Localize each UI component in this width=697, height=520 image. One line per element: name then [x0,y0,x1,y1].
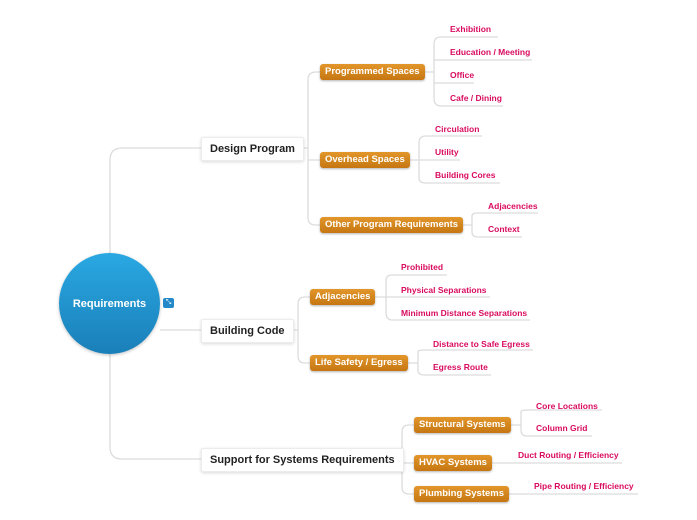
leaf-circulation[interactable]: Circulation [435,124,480,134]
connector [460,212,538,238]
leaf-distance-to-safe-egress[interactable]: Distance to Safe Egress [433,339,530,349]
leaf-minimum-distance-separations[interactable]: Minimum Distance Separations [401,308,528,318]
topic-overhead-spaces[interactable]: Overhead Spaces [320,152,410,168]
connector [422,36,532,107]
leaf-office[interactable]: Office [450,70,475,80]
leaf-column-grid[interactable]: Column Grid [536,423,588,433]
root-label: Requirements [72,297,147,310]
branch-label: Design Program [210,143,295,155]
connector [374,274,530,321]
connector [109,147,201,253]
leaf-core-locations[interactable]: Core Locations [536,401,598,411]
leaf-building-cores[interactable]: Building Cores [435,170,496,180]
branch-building-code[interactable]: Building Code [201,319,294,343]
leaf-adjacencies[interactable]: Adjacencies [488,201,538,211]
topic-life-safety-egress[interactable]: Life Safety / Egress [310,355,408,371]
topic-adjacencies[interactable]: Adjacencies [310,289,376,305]
leaf-context[interactable]: Context [488,224,520,234]
connector [405,349,533,376]
leaf-physical-separations[interactable]: Physical Separations [401,285,487,295]
root-node[interactable]: Requirements [59,253,160,354]
leaf-pipe-routing-efficiency[interactable]: Pipe Routing / Efficiency [534,481,634,491]
leaf-prohibited[interactable]: Prohibited [401,262,444,272]
connector [109,354,201,460]
topic-programmed-spaces[interactable]: Programmed Spaces [320,64,425,80]
branch-label: Building Code [210,325,285,337]
branch-design-program[interactable]: Design Program [201,137,304,161]
leaf-utility[interactable]: Utility [435,147,459,157]
leaf-duct-routing-efficiency[interactable]: Duct Routing / Efficiency [518,450,619,460]
connector [508,409,602,437]
branch-support-systems[interactable]: Support for Systems Requirements [201,448,404,472]
expand-collapse-icon[interactable]: ⤡ [163,298,174,308]
branch-label: Support for Systems Requirements [210,454,395,466]
connector [406,135,500,184]
topic-structural-systems[interactable]: Structural Systems [414,417,511,433]
leaf-exhibition[interactable]: Exhibition [450,24,492,34]
topic-plumbing-systems[interactable]: Plumbing Systems [414,486,509,502]
topic-hvac-systems[interactable]: HVAC Systems [414,455,492,471]
leaf-education-meeting[interactable]: Education / Meeting [450,47,531,57]
leaf-egress-route[interactable]: Egress Route [433,362,488,372]
topic-other-program-requirements[interactable]: Other Program Requirements [320,217,464,233]
leaf-cafe-dining[interactable]: Cafe / Dining [450,93,502,103]
